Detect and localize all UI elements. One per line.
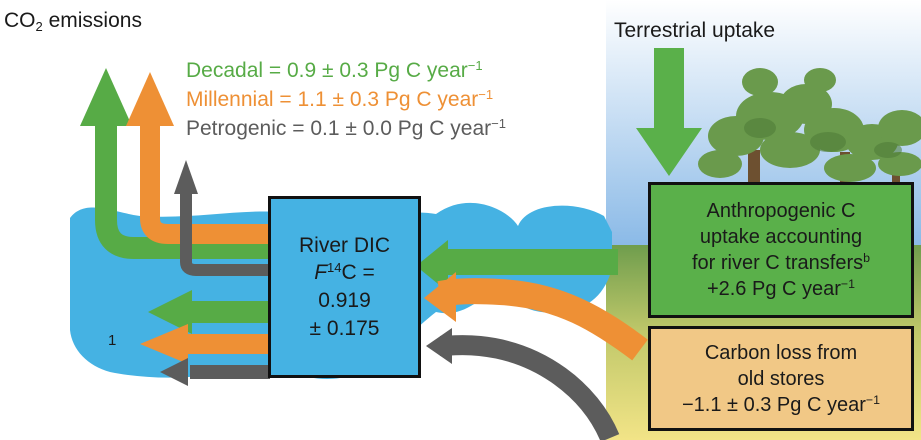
decadal-river-arrowhead [416,240,448,292]
petrogenic-out-arrowhead [160,358,188,386]
decadal-out-arrowhead [148,290,192,334]
petrogenic-up-arrowhead [174,160,198,194]
side-mark-label: 1 [108,332,117,349]
carbon-loss-line1: Carbon loss from [704,341,858,364]
legend-millennial: Millennial = 1.1 ± 0.3 Pg C year−1 [186,86,494,111]
down-arrow-icon [636,48,702,176]
anthropogenic-value: +2.6 Pg C year−1 [706,277,856,300]
carbon-loss-box: Carbon loss from old stores −1.1 ± 0.3 P… [648,326,914,431]
carbon-loss-value: −1.1 ± 0.3 Pg C year−1 [682,392,880,416]
tree-icon [698,68,921,190]
millennial-river-arrowhead [424,272,456,322]
millennial-arrow-icon [140,122,648,361]
millennial-up-arrowhead [126,72,174,126]
anthropogenic-line1: Anthropogenic C [706,200,856,222]
anthropogenic-line3: for river C transfersb [691,251,871,274]
legend-decadal: Decadal = 0.9 ± 0.3 Pg C year−1 [186,57,483,82]
anthropogenic-line2: uptake accounting [699,226,863,248]
decadal-up-arrowhead [80,68,132,126]
river-dic-box: River DIC F14C = 0.919 ± 0.175 [268,196,421,378]
anthropogenic-uptake-box: Anthropogenic C uptake accounting for ri… [648,182,914,318]
river-dic-title: River DIC [298,233,390,257]
petrogenic-arrow-icon [180,190,620,440]
terrestrial-uptake-label: Terrestrial uptake [614,19,776,42]
river-dic-f14c: F14C = [314,260,375,285]
carbon-loss-line2: old stores [737,367,825,390]
river-dic-value: 0.919 [318,289,371,312]
millennial-out-arrowhead [140,324,188,364]
legend-petrogenic: Petrogenic = 0.1 ± 0.0 Pg C year−1 [186,115,506,140]
petrogenic-river-arrowhead [426,328,452,364]
river-dic-uncertainty: ± 0.175 [309,316,380,340]
co2-emissions-label: CO2 emissions [4,9,142,34]
